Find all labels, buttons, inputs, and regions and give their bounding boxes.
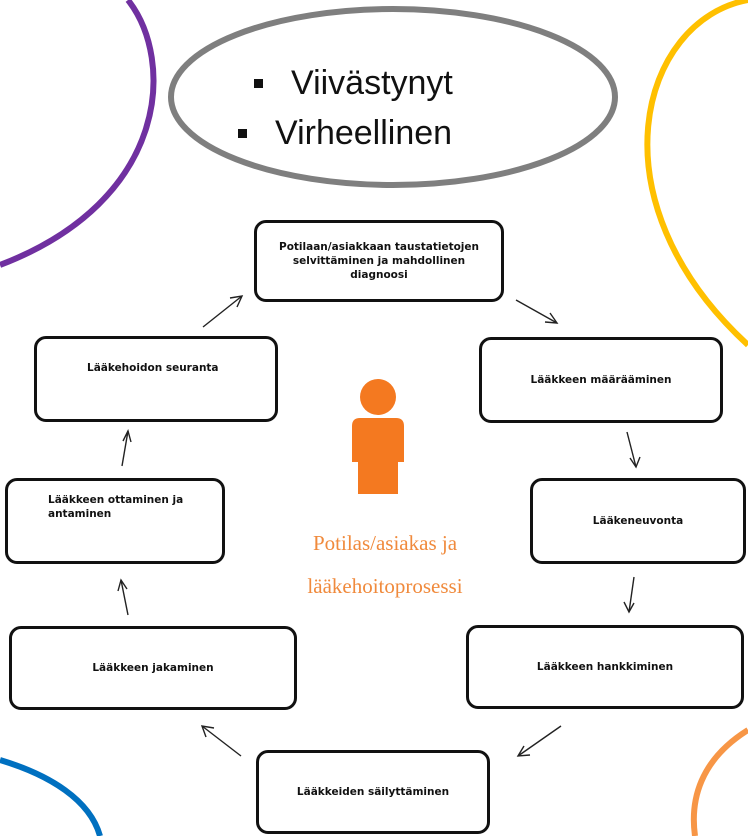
step-label: Lääkkeen määrääminen: [530, 374, 672, 386]
bubble-item-label: Viivästynyt: [291, 64, 453, 102]
yellow-arc: [644, 0, 748, 348]
center-label: Potilas/asiakas ja lääkehoitoprosessi: [270, 522, 500, 608]
step-label: Lääkehoidon seuranta: [87, 362, 219, 374]
bubble-item-label: Virheellinen: [275, 114, 453, 152]
step-dispensing: Lääkkeen jakaminen: [9, 626, 297, 710]
bullet-icon: [238, 128, 247, 138]
arrow-4-to-5: [516, 725, 562, 757]
step-monitoring: Lääkehoidon seuranta: [34, 336, 278, 422]
arrow-7-to-8: [121, 429, 132, 467]
bubble-list: Viivästynyt Virheellinen: [238, 58, 453, 158]
gray-bubble: [168, 6, 618, 188]
step-label: Lääkeneuvonta: [592, 515, 684, 527]
step-label: Lääkkeiden säilyttäminen: [296, 786, 450, 798]
step-background-diagnosis: Potilaan/asiakkaan taustatietojen selvit…: [254, 220, 504, 302]
step-label: Lääkkeen hankkiminen: [536, 661, 674, 673]
center-label-line1: Potilas/asiakas ja: [312, 531, 458, 555]
step-storing: Lääkkeiden säilyttäminen: [256, 750, 490, 834]
arrow-3-to-4: [623, 576, 635, 614]
step-label: Lääkkeen ottaminen ja antaminen: [48, 494, 184, 520]
arrow-5-to-6: [200, 725, 242, 757]
step-taking-administering: Lääkkeen ottaminen ja antaminen: [5, 478, 225, 564]
step-label: Lääkkeen jakaminen: [92, 662, 214, 674]
bubble-item: Virheellinen: [238, 108, 453, 158]
bullet-icon: [254, 78, 263, 88]
step-label: Potilaan/asiakkaan taustatietojen selvit…: [279, 241, 479, 281]
arrow-8-to-1: [202, 295, 244, 328]
step-acquiring: Lääkkeen hankkiminen: [466, 625, 744, 709]
orange-arc: [690, 727, 748, 836]
blue-arc: [0, 757, 103, 836]
person-icon: [352, 379, 404, 494]
center-label-line2: lääkehoitoprosessi: [307, 574, 463, 598]
arrow-6-to-7: [117, 578, 129, 616]
arrow-1-to-2: [515, 299, 559, 324]
purple-arc: [0, 0, 157, 268]
step-prescribing: Lääkkeen määrääminen: [479, 337, 723, 423]
step-medication-counselling: Lääkeneuvonta: [530, 478, 746, 564]
bubble-item: Viivästynyt: [254, 58, 453, 108]
arrow-2-to-3: [626, 431, 641, 469]
